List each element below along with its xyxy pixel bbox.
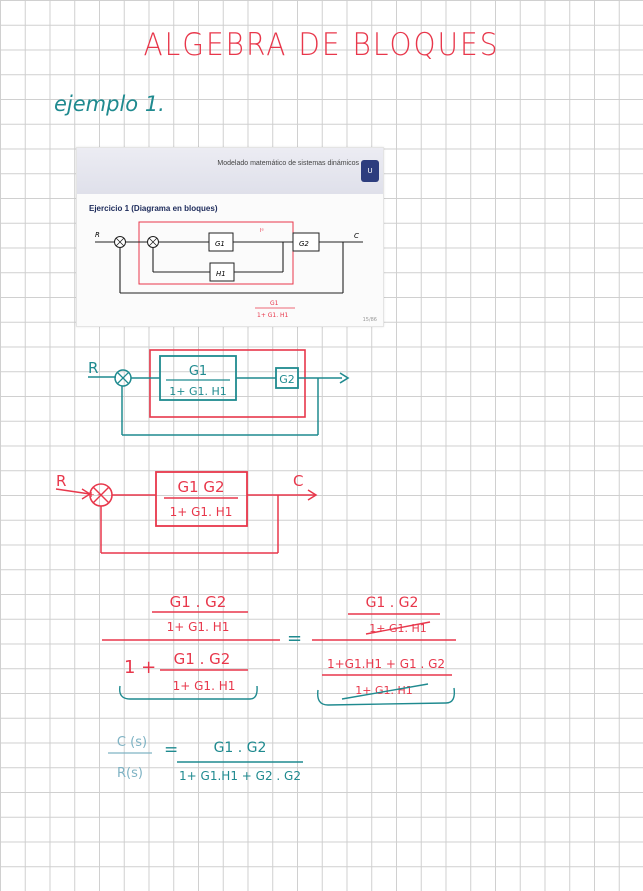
- highlight-label: Iᵍ: [260, 228, 264, 234]
- slide-annot-den: 1+ G1. H1: [257, 312, 289, 319]
- slide-header-bar: [77, 148, 383, 194]
- slide-annot-num: G1: [270, 300, 279, 307]
- slide-subtitle: Ejercicio 1 (Diagrama en bloques): [89, 204, 218, 213]
- slide-block-h1-label: H1: [216, 270, 226, 278]
- highlight-box: [138, 221, 294, 285]
- slide-output-c: C: [354, 232, 359, 240]
- example-label: ejemplo 1.: [54, 92, 165, 116]
- slide-block-g1-label: G1: [215, 240, 225, 248]
- slide-header-text: Modelado matemático de sistemas dinámico…: [217, 160, 359, 167]
- slide-input-r: R: [95, 231, 100, 239]
- university-logo: U: [361, 160, 379, 182]
- slide-block-diagram: Iᵍ R G1 G2 C H1 G1 1+ G1. H1: [95, 221, 363, 319]
- slide-block-g2-label: G2: [299, 240, 309, 248]
- slide-page-number: 15/86: [362, 317, 377, 323]
- slide-screenshot: Modelado matemático de sistemas dinámico…: [76, 147, 384, 327]
- page-title: ALGEBRA DE BLOQUES: [143, 26, 500, 63]
